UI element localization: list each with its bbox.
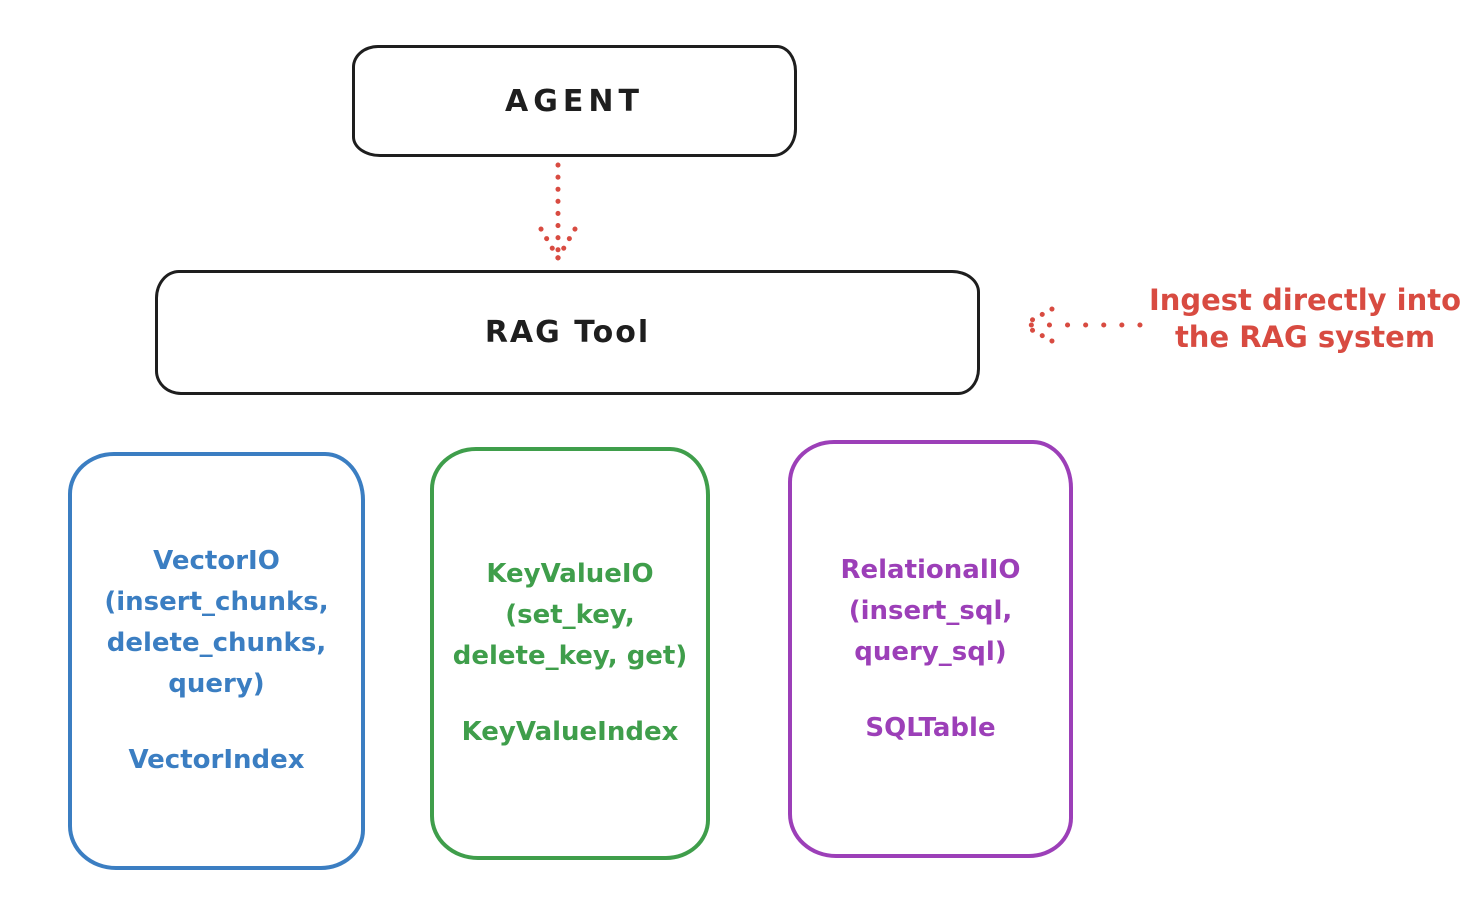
left-arrow-annotation-to-rag-tool [1020,306,1143,344]
io-box-footer: VectorIndex [128,745,305,775]
left-arrow-head-bottom [1020,322,1055,344]
down-arrow-head-right [555,226,578,261]
io-box-line: KeyValueIO [486,559,654,589]
agent-node-label: AGENT [505,83,644,119]
agent-node: AGENT [352,45,797,157]
io-box-line: RelationalIO [840,554,1021,585]
annotation-line-2: the RAG system [1174,320,1436,354]
io-box-line: query_sql) [854,636,1007,667]
io-box-line: (set_key, [505,600,635,630]
rag-tool-node: RAG Tool [155,270,980,395]
io-box-line: VectorIO [153,546,280,576]
io-box-line: delete_key, get) [452,641,688,671]
rag-tool-label: RAG Tool [484,315,651,350]
vector-io-node: VectorIO (insert_chunks, delete_chunks, … [68,452,365,870]
annotation-text: Ingest directly into the RAG system [1135,282,1475,356]
io-box-line: delete_chunks, [106,628,327,658]
left-arrow-head-top [1020,306,1055,328]
down-arrow-head-left [538,226,561,261]
io-box-line: (insert_sql, [848,595,1013,626]
down-arrow-agent-to-rag-tool [538,162,578,261]
io-box-line: (insert_chunks, [104,587,329,617]
keyvalue-io-node: KeyValueIO (set_key, delete_key, get) Ke… [430,447,710,860]
io-box-footer: KeyValueIndex [461,717,679,747]
annotation-line-1: Ingest directly into [1148,283,1462,317]
io-box-line: query) [168,669,265,699]
relational-io-node: RelationalIO (insert_sql, query_sql) SQL… [788,440,1073,858]
io-box-footer: SQLTable [865,712,996,743]
